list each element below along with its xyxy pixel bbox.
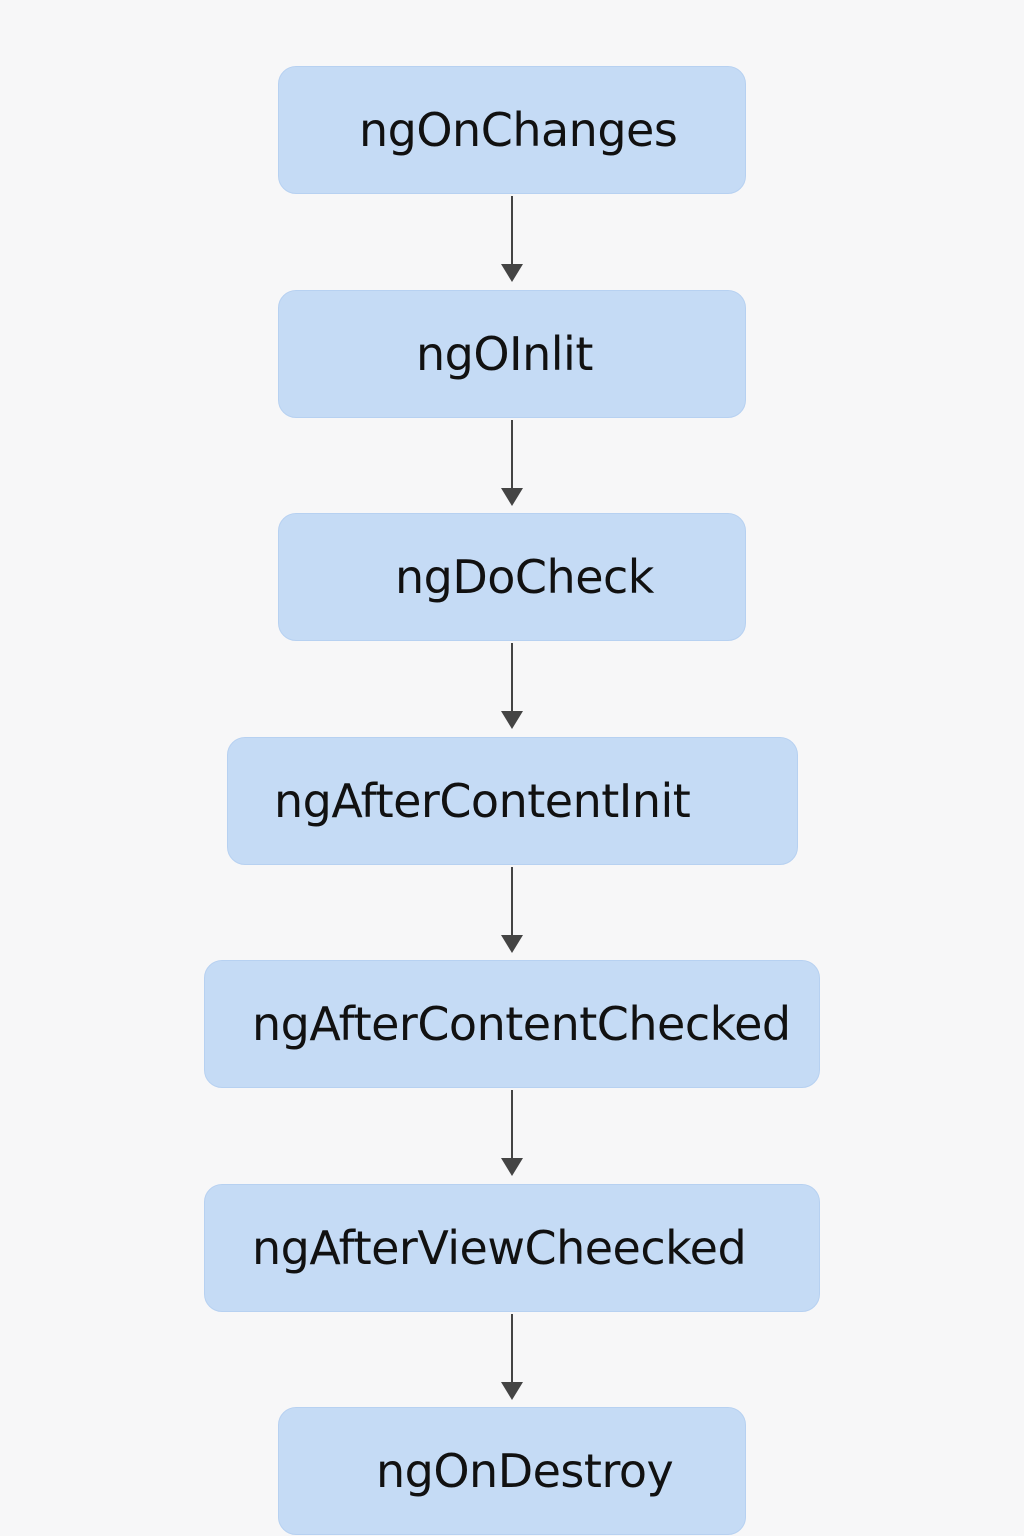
arrow-5-line (511, 1090, 513, 1160)
arrow-3-head (501, 711, 523, 729)
arrow-1-head (501, 264, 523, 282)
arrow-6-head (501, 1382, 523, 1400)
node-label: ngAfterViewCheecked (252, 1221, 747, 1275)
node-label: ngOInlit (416, 327, 593, 381)
arrow-3-line (511, 643, 513, 713)
arrow-5-head (501, 1158, 523, 1176)
arrow-1-line (511, 196, 513, 266)
arrow-4-head (501, 935, 523, 953)
node-label: ngAfterContentInit (274, 774, 691, 828)
node-ng-after-content-init: ngAfterContentInit (227, 737, 798, 865)
arrow-4-line (511, 867, 513, 937)
node-ng-oinlit: ngOInlit (278, 290, 746, 418)
node-label: ngDoCheck (395, 550, 654, 604)
node-label: ngOnChanges (359, 103, 678, 157)
node-ng-do-check: ngDoCheck (278, 513, 746, 641)
node-ng-after-content-checked: ngAfterContentChecked (204, 960, 820, 1088)
node-label: ngAfterContentChecked (252, 997, 791, 1051)
arrow-2-line (511, 420, 513, 490)
node-ng-after-view-cheecked: ngAfterViewCheecked (204, 1184, 820, 1312)
arrow-2-head (501, 488, 523, 506)
node-ng-on-destroy: ngOnDestroy (278, 1407, 746, 1535)
node-ng-on-changes: ngOnChanges (278, 66, 746, 194)
arrow-6-line (511, 1314, 513, 1384)
node-label: ngOnDestroy (376, 1444, 674, 1498)
